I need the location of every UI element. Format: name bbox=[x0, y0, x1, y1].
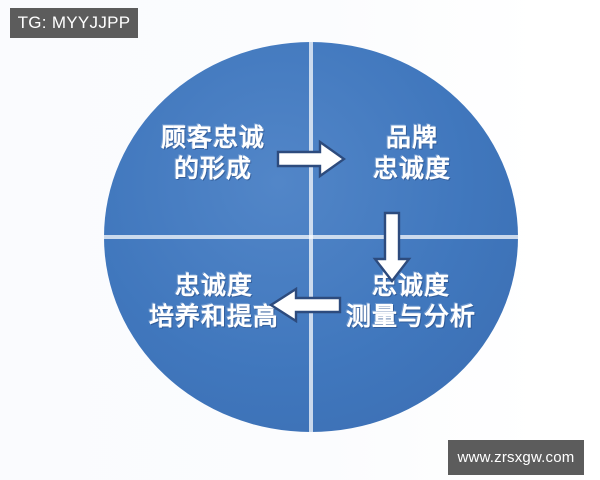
tg-badge: TG: MYYJJPP bbox=[10, 8, 138, 38]
horizontal-divider bbox=[104, 235, 518, 239]
quadrant-label-bottom-right: 忠诚度 测量与分析 bbox=[318, 271, 504, 334]
quadrant-label-top-left: 顾客忠诚 的形成 bbox=[128, 123, 298, 186]
quadrant-line-1: 品牌 bbox=[385, 124, 438, 152]
quadrant-line-1: 顾客忠诚 bbox=[160, 124, 265, 152]
quadrant-line-2: 测量与分析 bbox=[345, 303, 476, 332]
arrow-left-icon bbox=[268, 287, 342, 323]
cycle-diagram bbox=[104, 42, 518, 432]
tg-badge-label: TG: MYYJJPP bbox=[17, 13, 131, 32]
quadrant-line-1: 忠诚度 bbox=[174, 272, 253, 300]
watermark-badge: www.zrsxgw.com bbox=[448, 440, 584, 475]
quadrant-line-2: 的形成 bbox=[173, 155, 252, 184]
watermark-label: www.zrsxgw.com bbox=[457, 449, 575, 466]
quadrant-label-top-right: 品牌 忠诚度 bbox=[336, 123, 488, 186]
quadrant-label-bottom-left: 忠诚度 培养和提高 bbox=[124, 271, 304, 334]
quadrant-line-1: 忠诚度 bbox=[371, 272, 450, 300]
arrow-down-icon bbox=[372, 211, 412, 283]
quadrant-line-2: 培养和提高 bbox=[148, 303, 279, 332]
arrow-right-icon bbox=[276, 139, 346, 179]
quadrant-line-2: 忠诚度 bbox=[372, 155, 451, 184]
